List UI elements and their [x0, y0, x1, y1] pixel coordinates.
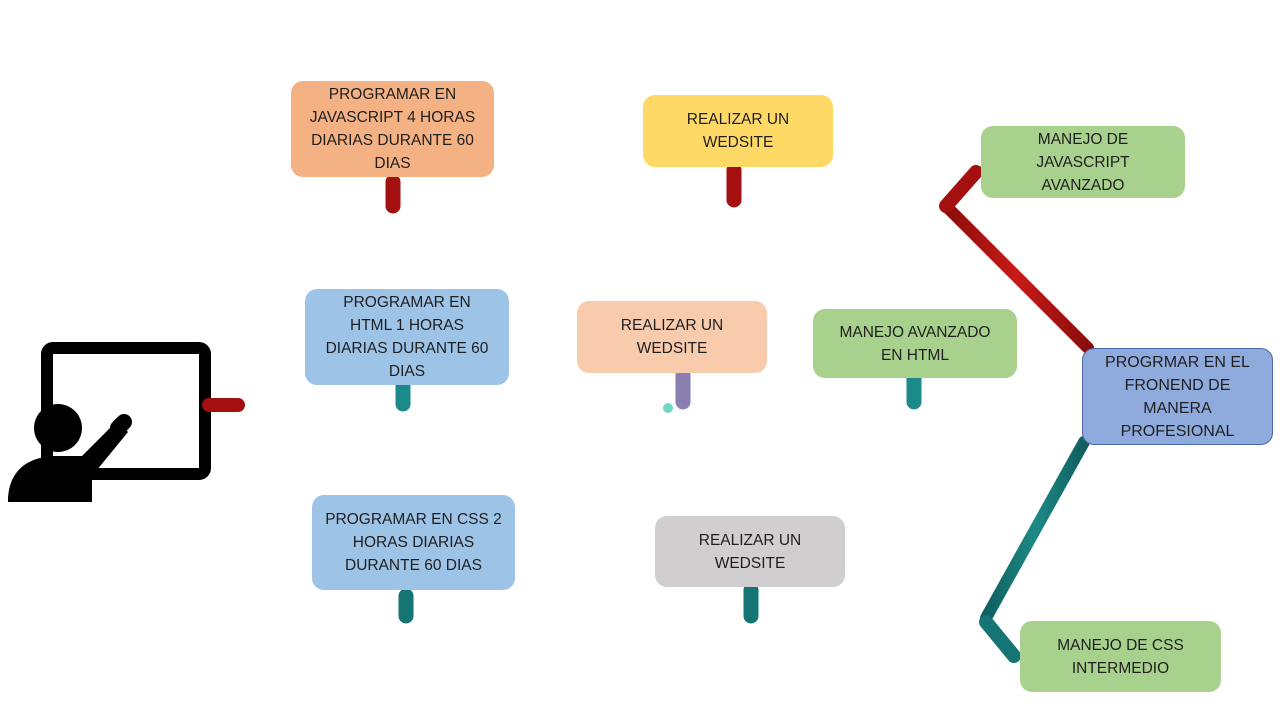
top-branch-line: [225, 162, 1094, 354]
bottom-result-box: MANEJO DE CSS INTERMEDIO: [1020, 621, 1221, 692]
middle-branch-line: [234, 366, 1086, 413]
middle-project-box: REALIZAR UN WEDSITE: [577, 301, 767, 373]
top-project-box: REALIZAR UN WEDSITE: [643, 95, 833, 167]
middle-result-box: MANEJO AVANZADO EN HTML: [813, 309, 1017, 378]
bottom-task-box: PROGRAMAR EN CSS 2 HORAS DIARIAS DURANTE…: [312, 495, 515, 590]
goal-box: PROGRMAR EN EL FRONEND DE MANERA PROFESI…: [1082, 348, 1273, 445]
presenter-at-board-icon: [8, 342, 211, 502]
top-result-box: MANEJO DE JAVASCRIPT AVANZADO: [981, 126, 1185, 198]
middle-task-box: PROGRAMAR EN HTML 1 HORAS DIARIAS DURANT…: [305, 289, 509, 385]
top-task-box: PROGRAMAR EN JAVASCRIPT 4 HORAS DIARIAS …: [291, 81, 494, 177]
bottom-project-box: REALIZAR UN WEDSITE: [655, 516, 845, 587]
bottom-branch-line: [229, 436, 1090, 663]
